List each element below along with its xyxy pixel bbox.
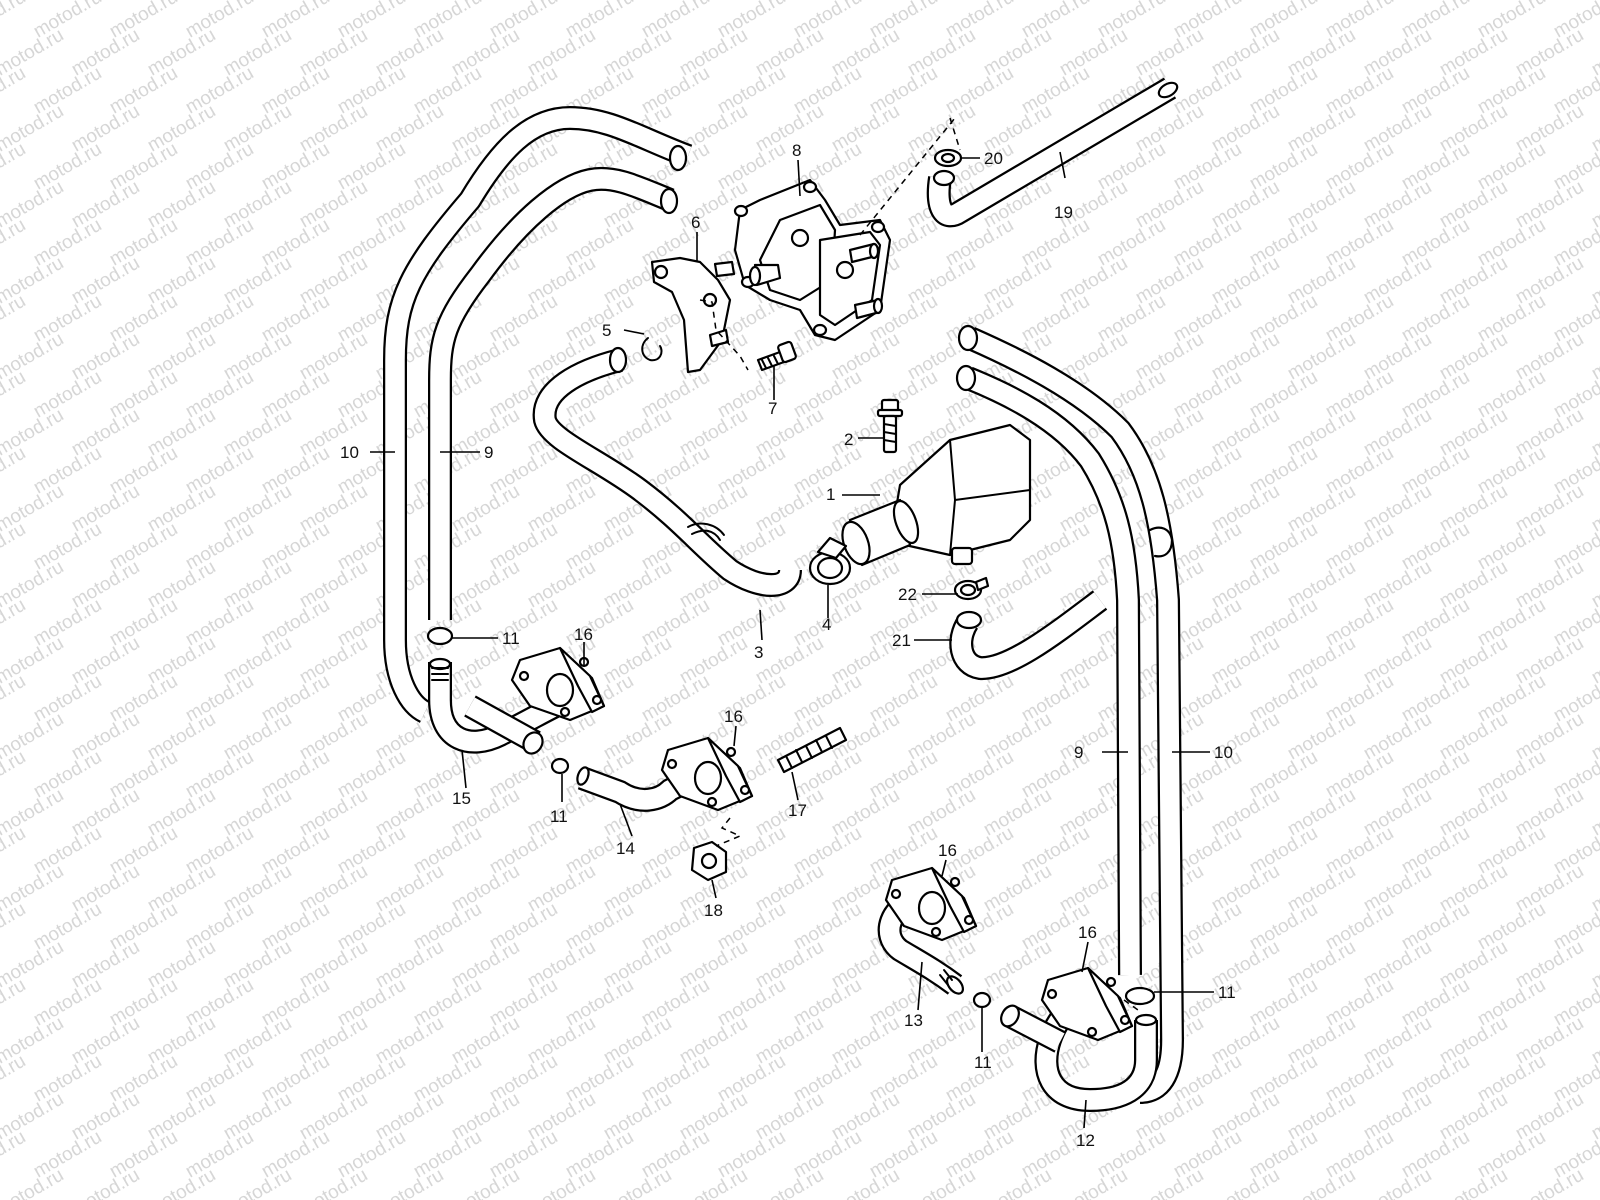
nut-18 — [690, 840, 728, 882]
clip-5 — [641, 337, 663, 362]
flange-16-c — [884, 866, 978, 942]
callout-11-d: 11 — [1218, 983, 1236, 1002]
callout-13: 13 — [904, 1011, 923, 1030]
hose-9-right — [955, 364, 1174, 976]
bolt-7 — [756, 340, 797, 372]
callout-10-left: 10 — [340, 443, 359, 462]
callout-3: 3 — [754, 643, 763, 662]
flange-16-b — [660, 736, 754, 812]
leader-lines — [370, 151, 1214, 1129]
callout-14: 14 — [616, 839, 635, 858]
clamp-22 — [953, 576, 990, 601]
hose-3 — [532, 346, 802, 597]
callout-19: 19 — [1054, 203, 1073, 222]
callout-22: 22 — [898, 585, 917, 604]
callout-10-right: 10 — [1214, 743, 1233, 762]
callout-5: 5 — [602, 321, 611, 340]
callout-16-d: 16 — [1078, 923, 1097, 942]
hose-10-left — [383, 106, 693, 723]
stud-17 — [776, 726, 848, 774]
callout-21: 21 — [892, 631, 911, 650]
hose-9-left — [428, 167, 679, 620]
clamp-4 — [808, 536, 852, 586]
callout-9-left: 9 — [484, 443, 493, 462]
clip-11-c — [972, 991, 992, 1009]
clip-11-d — [1124, 986, 1156, 1006]
clip-11-b — [550, 757, 570, 775]
hose-10-right — [957, 324, 1184, 1104]
callout-labels: 1 2 3 4 5 6 7 8 9 9 10 10 11 11 11 11 12… — [340, 141, 1236, 1150]
callout-2: 2 — [844, 430, 853, 449]
callout-6: 6 — [691, 213, 700, 232]
callout-8: 8 — [792, 141, 801, 160]
callout-18: 18 — [704, 901, 723, 920]
hose-21 — [949, 590, 1108, 680]
callout-11-a: 11 — [502, 629, 520, 648]
callout-11-c: 11 — [974, 1053, 992, 1072]
flange-16-a — [510, 646, 606, 722]
clamp-20 — [933, 148, 963, 168]
clip-11-a — [426, 626, 454, 646]
fuel-pump-8 — [733, 178, 892, 342]
callout-15: 15 — [452, 789, 471, 808]
callout-7: 7 — [768, 399, 777, 418]
bolt-2 — [876, 398, 904, 454]
callout-12: 12 — [1076, 1131, 1095, 1150]
callout-4: 4 — [822, 615, 831, 634]
callout-1: 1 — [826, 485, 835, 504]
callout-11-b: 11 — [550, 807, 568, 826]
callout-17: 17 — [788, 801, 807, 820]
callout-9-right: 9 — [1074, 743, 1083, 762]
hose-19 — [926, 77, 1179, 228]
callout-20: 20 — [984, 149, 1003, 168]
flange-16-d — [1040, 966, 1134, 1042]
bracket-6 — [650, 256, 736, 374]
filter-1 — [841, 423, 1032, 567]
callout-16-b: 16 — [724, 707, 743, 726]
assembly-lines — [699, 117, 1139, 1011]
pipe-14 — [576, 764, 706, 812]
callout-16-c: 16 — [938, 841, 957, 860]
callout-16-a: 16 — [574, 625, 593, 644]
